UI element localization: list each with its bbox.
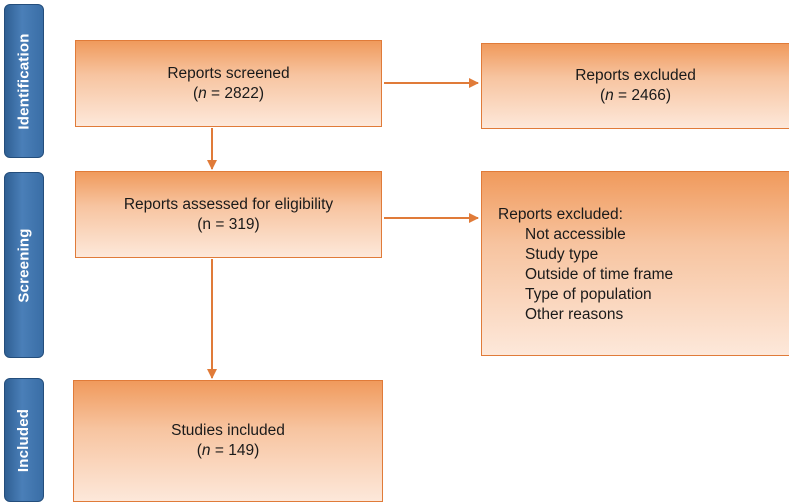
exclusion-reason: Outside of time frame [525, 266, 674, 283]
stage-tab-screening: Screening [4, 172, 44, 358]
box-reports-screened-count: (n = 2822) [192, 84, 265, 102]
stage-label-included: Included [15, 408, 33, 472]
box-studies-included: Studies included (n = 149) [73, 380, 383, 502]
box-reports-assessed-title: Reports assessed for eligibility [123, 195, 334, 213]
exclusion-reason: Other reasons [525, 306, 624, 323]
stage-tab-identification: Identification [4, 4, 44, 158]
box-reports-excluded-2-title: Reports excluded: [498, 206, 623, 223]
box-reports-screened: Reports screened (n = 2822) [75, 40, 382, 127]
box-reports-assessed-count: (n = 319) [197, 215, 260, 233]
exclusion-reason: Study type [525, 246, 599, 263]
box-reports-excluded-2: Reports excluded: Not accessible Study t… [481, 171, 789, 356]
exclusion-reason: Type of population [525, 286, 652, 303]
box-studies-included-count: (n = 149) [196, 442, 260, 459]
box-studies-included-title: Studies included [171, 422, 285, 439]
stage-label-screening: Screening [15, 227, 33, 303]
box-reports-excluded-1-title: Reports excluded [575, 67, 696, 84]
box-reports-excluded-1-count: (n = 2466) [599, 87, 672, 104]
box-reports-assessed: Reports assessed for eligibility (n = 31… [75, 171, 382, 258]
stage-tab-included: Included [4, 378, 44, 502]
box-reports-screened-title: Reports screened [167, 64, 290, 82]
box-reports-excluded-1: Reports excluded (n = 2466) [481, 43, 789, 129]
exclusion-reason: Not accessible [525, 226, 626, 243]
stage-label-identification: Identification [15, 32, 33, 130]
